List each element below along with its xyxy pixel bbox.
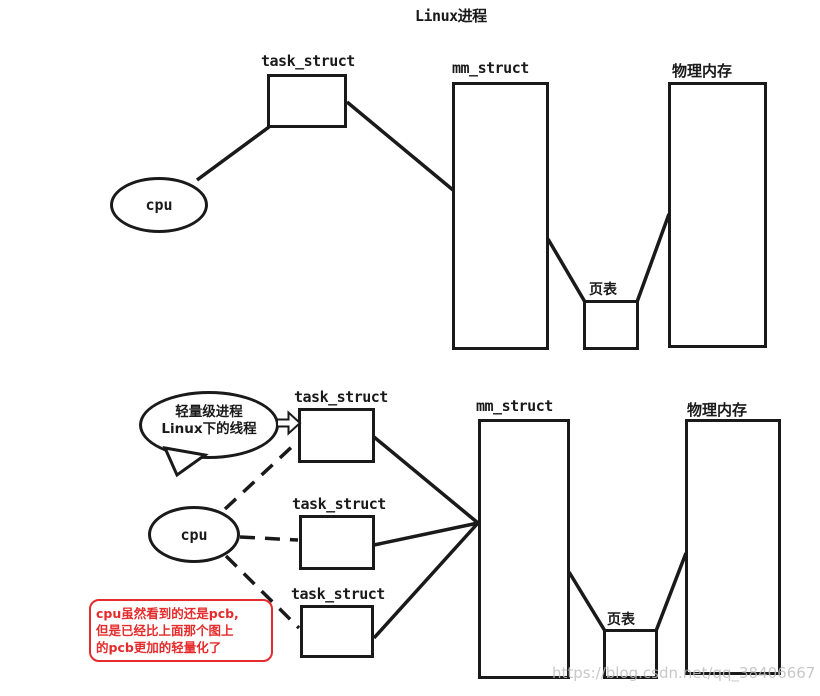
red-note-line3: 的pcb更加的轻量化了 [96, 640, 222, 655]
bottom-task-struct-label-1: task_struct [294, 388, 388, 406]
bottom-task-struct-label-3: task_struct [291, 585, 385, 603]
top-physical-memory-label: 物理内存 [672, 62, 733, 80]
top-mm-struct-box [452, 82, 549, 350]
bottom-line-task3-to-mm [372, 521, 480, 640]
top-task-struct-label: task_struct [261, 52, 355, 70]
top-line-mm-to-pagetable [546, 238, 587, 303]
top-line-pagetable-to-memory [635, 213, 671, 303]
speech-bubble-ellipse [139, 391, 279, 459]
page-title: Linux进程 [415, 7, 487, 25]
bottom-task-struct-box-1 [298, 408, 375, 463]
top-task-struct-box [267, 74, 347, 128]
bottom-task-struct-box-2 [299, 515, 375, 570]
bottom-line-task2-to-mm [373, 521, 479, 547]
csdn-watermark: https://blog.csdn.net/qq_38406667 [552, 664, 816, 682]
top-line-task-to-mm [345, 100, 455, 192]
speech-bubble-line1: 轻量级进程 [175, 404, 243, 420]
bottom-cpu-label: cpu [180, 525, 208, 544]
bottom-page-table-box [603, 629, 658, 679]
bottom-page-table-label: 页表 [607, 612, 635, 628]
top-cpu-ellipse: cpu [110, 177, 208, 233]
red-note-line2: 但是已经比上面那个图上 [96, 623, 234, 638]
bubble-arrow-icon [276, 410, 302, 436]
bottom-physical-memory-box [685, 419, 781, 675]
bottom-line-pagetable-to-memory [654, 552, 688, 632]
top-cpu-label: cpu [145, 196, 173, 214]
speech-bubble-line2: Linux下的线程 [161, 421, 257, 437]
bottom-line-task1-to-mm [372, 435, 480, 525]
bottom-task-struct-box-3 [300, 605, 374, 658]
bottom-cpu-ellipse: cpu [148, 506, 240, 563]
red-note-box: cpu虽然看到的还是pcb, 但是已经比上面那个图上 的pcb更加的轻量化了 [89, 599, 273, 662]
top-mm-struct-label: mm_struct [452, 59, 529, 77]
top-physical-memory-box [668, 82, 767, 348]
top-page-table-box [583, 300, 639, 350]
bottom-dashed-cpu-to-task2 [239, 535, 299, 542]
bottom-mm-struct-box [478, 419, 570, 679]
speech-bubble-text: 轻量级进程 Linux下的线程 [146, 404, 272, 438]
red-note-line1: cpu虽然看到的还是pcb, [96, 606, 239, 621]
top-page-table-label: 页表 [589, 282, 617, 298]
bottom-mm-struct-label: mm_struct [476, 397, 553, 415]
top-line-cpu-to-task [195, 125, 271, 182]
bottom-physical-memory-label: 物理内存 [687, 401, 748, 419]
bottom-line-mm-to-pagetable [567, 571, 607, 632]
bottom-task-struct-label-2: task_struct [292, 495, 386, 513]
